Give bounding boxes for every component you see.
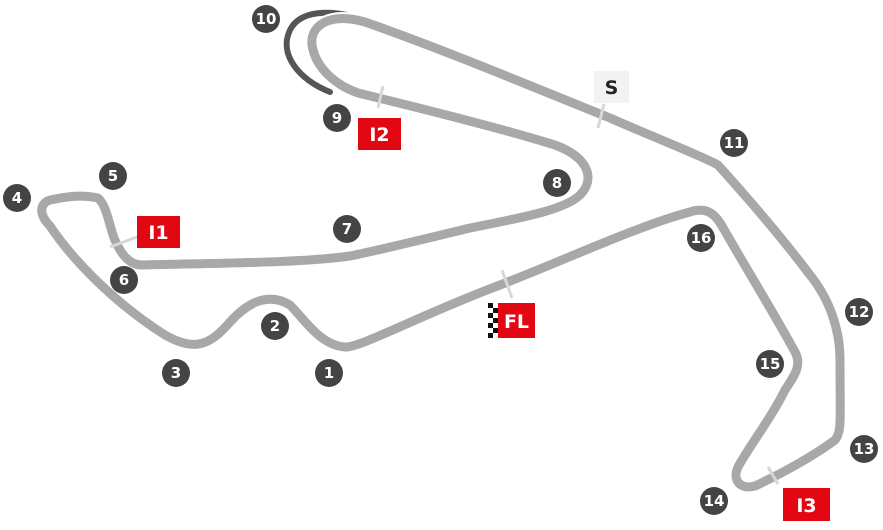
turn-number: 11 [724, 134, 745, 152]
turn-badge-13: 13 [850, 435, 878, 463]
race-track-outline [35, 12, 847, 494]
sector-label-i1: I1 [137, 216, 180, 248]
turn-number: 16 [691, 229, 712, 247]
turn-badge-16: 16 [687, 224, 715, 252]
turn-number: 7 [342, 220, 352, 238]
turn-number: 3 [171, 364, 181, 382]
turn-number: 5 [108, 167, 118, 185]
turn-number: 4 [12, 189, 22, 207]
turn-number: 12 [849, 303, 870, 321]
sector-label-i2: I2 [358, 118, 401, 150]
sector-markers [109, 85, 780, 485]
svg-text:FL: FL [504, 311, 529, 333]
turn-badge-14: 14 [700, 487, 728, 515]
svg-text:I2: I2 [369, 124, 389, 146]
sector-label-s: S [594, 71, 629, 103]
turn-number: 15 [760, 355, 781, 373]
turn-badge-7: 7 [333, 215, 361, 243]
pit-loop [283, 9, 358, 95]
turn-badge-2: 2 [261, 312, 289, 340]
sector-label-fl: FL [488, 303, 535, 338]
turn-number: 13 [854, 440, 875, 458]
turn-badge-1: 1 [315, 359, 343, 387]
turn-number: 1 [324, 364, 334, 382]
turn-number: 8 [552, 174, 562, 192]
marker-line-i1 [109, 235, 138, 249]
svg-text:I1: I1 [148, 222, 168, 244]
turn-number: 10 [256, 10, 277, 28]
checkered-flag-icon [488, 303, 498, 338]
marker-line-s [596, 103, 606, 129]
turn-badge-12: 12 [845, 298, 873, 326]
turn-badge-15: 15 [756, 350, 784, 378]
turn-number: 2 [270, 317, 280, 335]
turn-badge-3: 3 [162, 359, 190, 387]
svg-text:I3: I3 [796, 495, 816, 517]
turn-badge-11: 11 [720, 129, 748, 157]
marker-line-fl [500, 269, 514, 299]
turn-number: 14 [704, 492, 725, 510]
turn-badge-6: 6 [110, 266, 138, 294]
marker-line-i2 [376, 85, 385, 109]
turn-badge-9: 9 [323, 104, 351, 132]
turn-number: 9 [332, 109, 342, 127]
turn-number: 6 [119, 271, 129, 289]
race-track [37, 14, 845, 492]
svg-text:S: S [605, 77, 619, 99]
turn-badge-8: 8 [543, 169, 571, 197]
turn-badge-10: 10 [252, 5, 280, 33]
turn-badge-5: 5 [99, 162, 127, 190]
marker-line-i3 [766, 466, 780, 485]
turn-badge-4: 4 [3, 184, 31, 212]
sector-label-i3: I3 [783, 488, 830, 521]
